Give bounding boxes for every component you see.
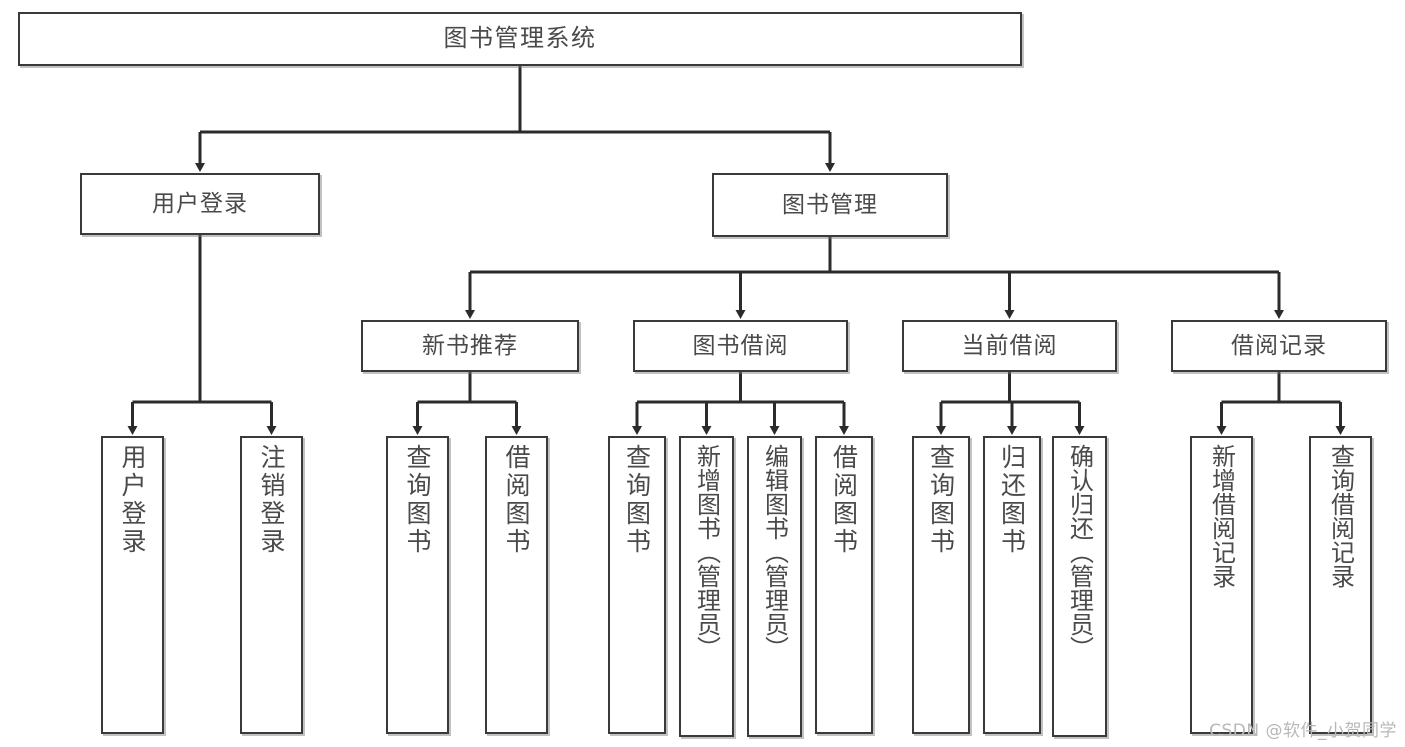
node-book-manage[interactable]: 图书管理 <box>712 173 948 237</box>
node-borrow-record[interactable]: 借阅记录 <box>1171 320 1387 372</box>
node-root-root[interactable]: 图书管理系统 <box>18 12 1022 66</box>
node-leaf-edit-book[interactable]: 编辑图书（管理员） <box>747 436 802 737</box>
node-leaf-query-book-3[interactable]: 查询图书 <box>912 436 970 734</box>
node-leaf-add-book[interactable]: 新增图书（管理员） <box>679 436 734 737</box>
node-new-book-rec[interactable]: 新书推荐 <box>361 320 579 372</box>
node-leaf-confirm-return[interactable]: 确认归还（管理员） <box>1052 436 1107 737</box>
node-label: 新增图书（管理员） <box>692 444 721 660</box>
node-leaf-query-book-1[interactable]: 查询图书 <box>386 436 449 734</box>
node-label: 借阅图书 <box>829 444 859 556</box>
node-leaf-user-login[interactable]: 用户登录 <box>101 436 164 734</box>
node-label: 用户登录 <box>118 444 147 556</box>
node-label: 当前借阅 <box>961 332 1058 359</box>
node-user-login[interactable]: 用户登录 <box>80 173 320 235</box>
node-book-borrow[interactable]: 图书借阅 <box>633 320 848 372</box>
node-label: 查询借阅记录 <box>1326 444 1355 588</box>
node-label: 新书推荐 <box>422 332 518 359</box>
node-leaf-query-book-2[interactable]: 查询图书 <box>608 436 666 734</box>
node-leaf-add-record[interactable]: 新增借阅记录 <box>1190 436 1253 734</box>
node-label: 确认归还（管理员） <box>1065 444 1094 660</box>
watermark: CSDN @软件_小贺同学 <box>1209 721 1397 741</box>
node-label: 编辑图书（管理员） <box>760 444 789 660</box>
node-label: 图书管理系统 <box>443 24 597 53</box>
node-label: 图书管理 <box>782 191 878 218</box>
node-label: 归还图书 <box>997 444 1027 556</box>
node-label: 借阅图书 <box>502 444 531 556</box>
node-label: 注销登录 <box>257 444 286 556</box>
node-leaf-borrow-book-1[interactable]: 借阅图书 <box>485 436 548 734</box>
node-leaf-return-book[interactable]: 归还图书 <box>983 436 1041 734</box>
node-current-borrow[interactable]: 当前借阅 <box>902 320 1117 372</box>
node-leaf-borrow-book-2[interactable]: 借阅图书 <box>815 436 873 734</box>
node-label: 新增借阅记录 <box>1207 444 1236 588</box>
node-label: 借阅记录 <box>1231 332 1327 359</box>
node-leaf-logout[interactable]: 注销登录 <box>240 436 303 734</box>
node-leaf-query-record[interactable]: 查询借阅记录 <box>1309 436 1372 734</box>
node-label: 图书借阅 <box>692 332 789 359</box>
node-label: 查询图书 <box>622 444 652 556</box>
node-label: 用户登录 <box>152 190 248 217</box>
node-label: 查询图书 <box>926 444 956 556</box>
node-label: 查询图书 <box>403 444 432 556</box>
